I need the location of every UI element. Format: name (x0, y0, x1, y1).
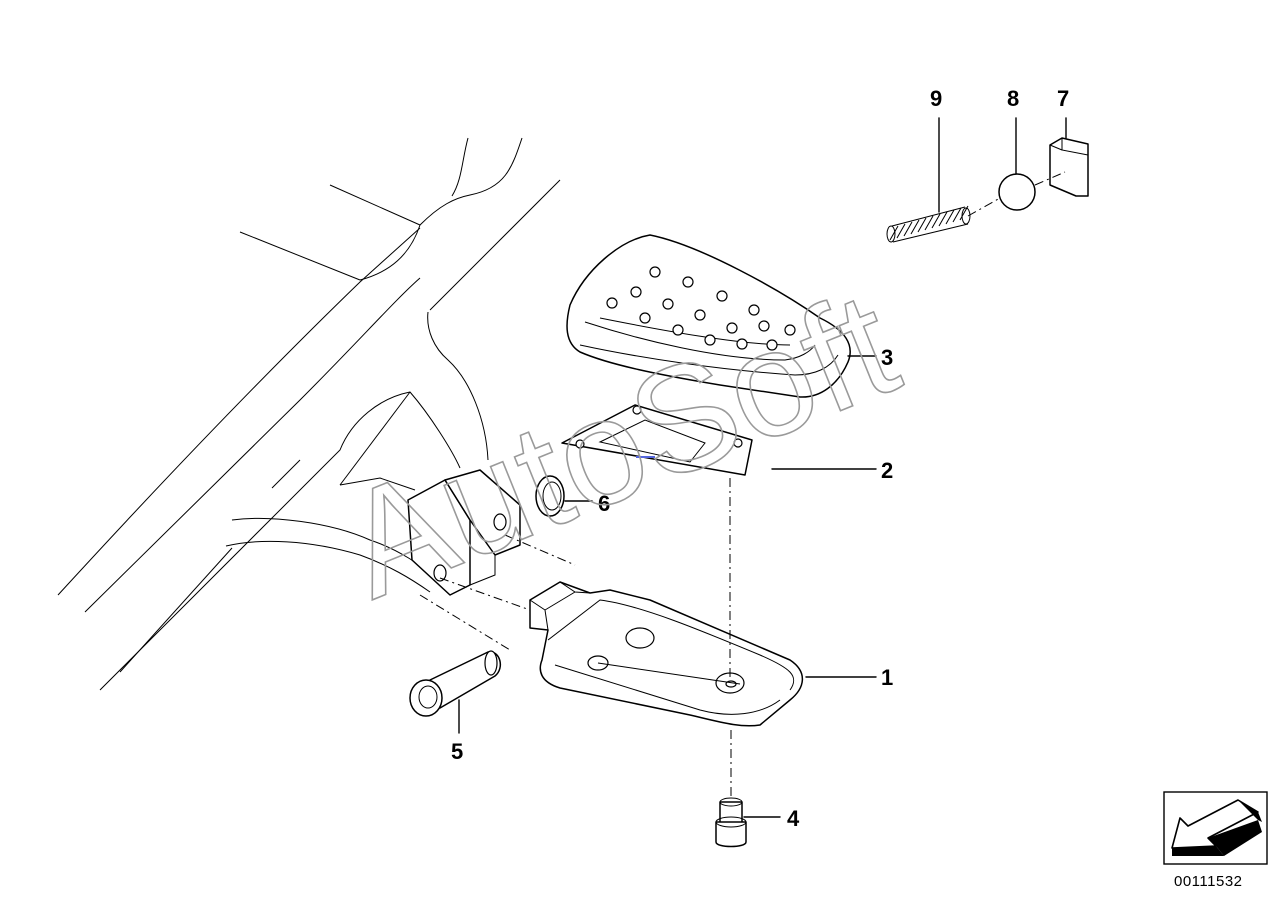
callout-labels: 1 2 3 4 5 6 7 8 9 (451, 86, 1069, 831)
ball (998, 173, 1036, 211)
callout-1: 1 (881, 665, 893, 690)
footrest-body (529, 581, 804, 727)
arrow-forward-icon (1163, 791, 1268, 865)
pad-grip-dots (606, 266, 796, 351)
footrest-rubber-pad (566, 234, 851, 398)
callout-5: 5 (451, 739, 463, 764)
callout-8: 8 (1007, 86, 1019, 111)
leader-lines (458, 117, 1067, 818)
callout-4: 4 (787, 806, 800, 831)
callout-7: 7 (1057, 86, 1069, 111)
callout-6: 6 (598, 491, 610, 516)
assembly-lines (419, 171, 1066, 800)
circlip-ring (535, 475, 565, 517)
callout-3: 3 (881, 345, 893, 370)
screw (715, 797, 747, 848)
callout-9: 9 (930, 86, 942, 111)
frame-bracket-ears (407, 469, 521, 596)
triangular-plate (561, 404, 753, 476)
detent-piece (1049, 137, 1089, 197)
callout-2: 2 (881, 458, 893, 483)
reference-number: 00111532 (1174, 873, 1243, 890)
pivot-pin (409, 650, 502, 717)
spring (886, 205, 971, 243)
